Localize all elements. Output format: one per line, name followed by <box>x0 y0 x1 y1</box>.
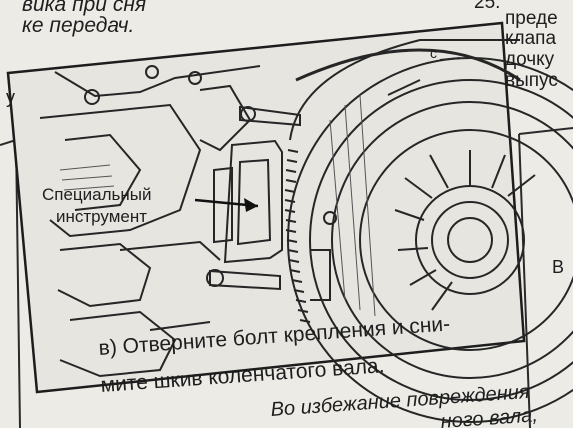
top-right-line-1: преде <box>505 8 558 29</box>
left-margin-fragment: у <box>6 87 15 107</box>
right-margin-letter: В <box>552 257 565 277</box>
top-left-line-2: ке передач. <box>22 14 135 37</box>
top-right-number: 25. <box>474 0 501 13</box>
top-left-line-1: вика при сня <box>22 0 147 16</box>
figure-letter-c: c <box>430 45 437 61</box>
top-right-line-2: клапа <box>505 28 557 49</box>
callout-label-line-2: инструмент <box>56 207 148 226</box>
top-right-line-3: дочку <box>505 49 555 70</box>
top-right-line-4: выпус <box>505 70 558 91</box>
callout-label-line-1: Специальный <box>42 185 152 204</box>
